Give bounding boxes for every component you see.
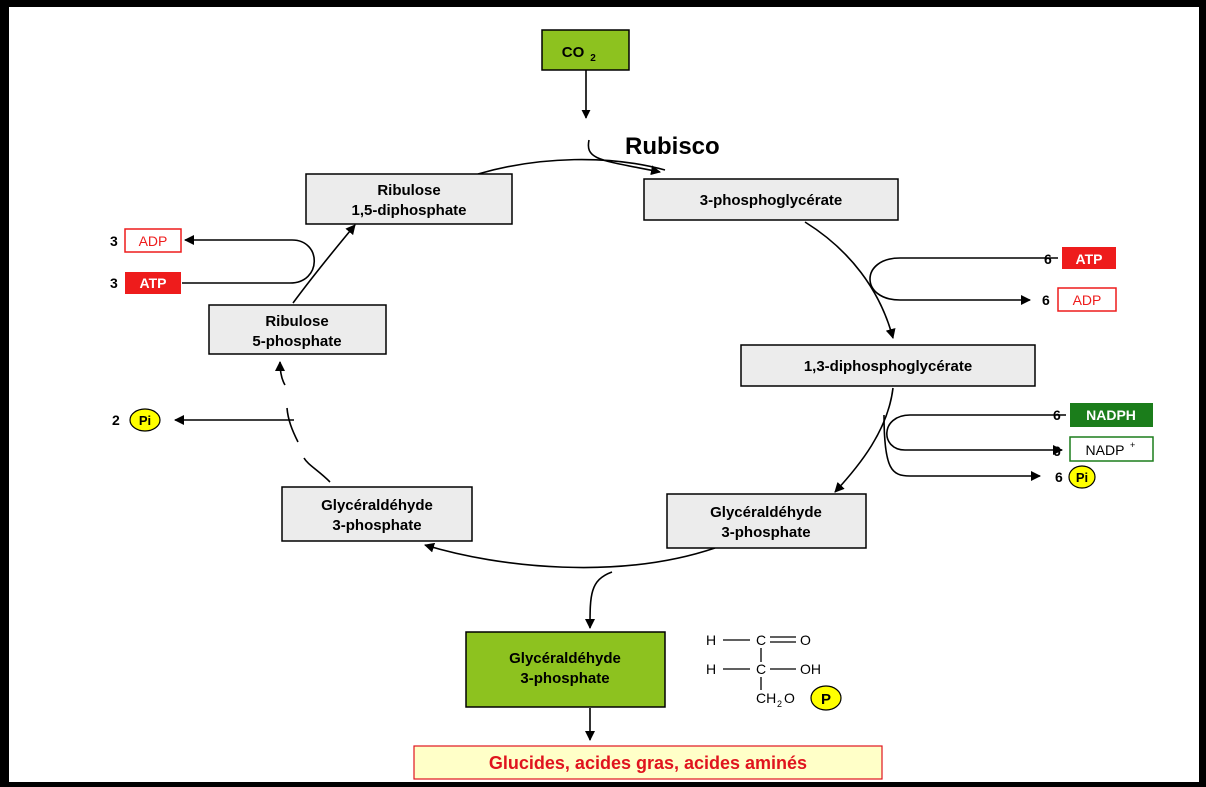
products-label: Glucides, acides gras, acides aminés: [489, 753, 807, 773]
rubisco-arc: [587, 139, 661, 176]
arc-g3p-to-ru5p-1: [303, 457, 331, 483]
g3p-left-line2: 3-phosphate: [332, 517, 421, 534]
formula-ch2o: CH: [756, 690, 776, 706]
formula-c1: C: [756, 632, 766, 648]
co2-box: CO 2: [541, 29, 630, 71]
g3p-out-line1: Glycéraldéhyde: [509, 650, 621, 667]
formula-c2: C: [756, 661, 766, 677]
nadph-coef: 6: [1053, 407, 1061, 423]
right-pi-coef: 6: [1055, 469, 1063, 485]
arc-ru5p-to-rubp: [292, 224, 356, 304]
node-1-3-diphosphoglycerate: 1,3-diphosphoglycérate: [740, 344, 1036, 387]
nadp-sup: +: [1130, 440, 1135, 450]
g3p-right-line2: 3-phosphate: [721, 524, 810, 541]
g3p-out-line2: 3-phosphate: [520, 670, 609, 687]
nadph-label: NADPH: [1086, 407, 1136, 423]
cofactor-nadp: 6 NADP +: [1053, 436, 1154, 462]
diagram-stage: CO 2 Rubisco 3-phosphoglycérate 1,3-diph…: [9, 7, 1199, 782]
right-pi-label: Pi: [1076, 470, 1088, 485]
left-pi-label: Pi: [139, 413, 151, 428]
co2-label: CO: [562, 44, 585, 61]
pi-out-right: [883, 414, 1041, 481]
nadp-label: NADP: [1086, 442, 1125, 458]
arc-bpg-to-g3p: [834, 387, 894, 493]
rubp-line1: Ribulose: [377, 182, 440, 199]
bpg-label: 1,3-diphosphoglycérate: [804, 358, 972, 375]
co2-subscript: 2: [590, 53, 596, 64]
cofactor-left-pi: 2 Pi: [112, 408, 161, 432]
node-ribulose-1-5-diphosphate: Ribulose 1,5-diphosphate: [305, 173, 513, 225]
cofactor-nadph: 6 NADPH: [1053, 403, 1153, 427]
right-atp-label: ATP: [1076, 251, 1103, 267]
g3p-left-line1: Glycéraldéhyde: [321, 497, 433, 514]
right-adp-coef: 6: [1042, 292, 1050, 308]
left-adp-label: ADP: [139, 233, 168, 249]
calvin-cycle-diagram: CO 2 Rubisco 3-phosphoglycérate 1,3-diph…: [110, 29, 1154, 780]
cofactor-left-adp: 3 ADP: [110, 228, 182, 253]
arc-g3p-to-ru5p-2: [286, 407, 299, 443]
arc-pga-to-bpg: [804, 221, 896, 339]
nadph-in: [886, 414, 1066, 455]
formula-h2: H: [706, 661, 716, 677]
arrows: [174, 70, 1066, 741]
arc-g3p-right-to-left: [424, 542, 716, 569]
formula-ch2o-o: O: [784, 690, 795, 706]
pga-label: 3-phosphoglycérate: [700, 192, 843, 209]
node-3-phosphoglycerate: 3-phosphoglycérate: [643, 178, 899, 221]
cofactor-right-pi: 6 Pi: [1055, 465, 1096, 489]
g3p-right-line1: Glycéraldéhyde: [710, 504, 822, 521]
formula-h1: H: [706, 632, 716, 648]
ru5p-line1: Ribulose: [265, 313, 328, 330]
arc-g3p-to-ru5p-3: [275, 361, 286, 386]
g3p-structural-formula: H C O H C OH CH 2 O P: [706, 632, 842, 711]
left-pi-coef: 2: [112, 412, 120, 428]
rubisco-label: Rubisco: [625, 133, 720, 160]
arc-g3p-down: [585, 571, 613, 629]
node-g3p-output: Glycéraldéhyde 3-phosphate: [465, 631, 666, 708]
formula-oh: OH: [800, 661, 821, 677]
cofactor-right-atp: 6 ATP: [1044, 247, 1116, 269]
right-atp-coef: 6: [1044, 251, 1052, 267]
cofactor-right-adp: 6 ADP: [1042, 287, 1117, 312]
formula-ch2o-sub: 2: [777, 699, 782, 709]
arc-rubp-to-pga: [477, 158, 666, 175]
formula-o1: O: [800, 632, 811, 648]
node-ribulose-5-phosphate: Ribulose 5-phosphate: [208, 304, 387, 355]
left-adp-coef: 3: [110, 233, 118, 249]
node-g3p-left: Glycéraldéhyde 3-phosphate: [281, 486, 473, 542]
cofactor-left-atp: 3 ATP: [110, 272, 181, 294]
products-box: Glucides, acides gras, acides aminés: [413, 745, 883, 780]
rubp-line2: 1,5-diphosphate: [351, 202, 466, 219]
node-g3p-right: Glycéraldéhyde 3-phosphate: [666, 493, 867, 549]
atp-in-right: [869, 257, 1058, 305]
nadp-coef: 6: [1053, 443, 1061, 459]
formula-phosphate: P: [821, 691, 831, 708]
left-atp-label: ATP: [140, 275, 167, 291]
right-adp-label: ADP: [1073, 292, 1102, 308]
left-atp-coef: 3: [110, 275, 118, 291]
atp-in-left: [182, 235, 315, 284]
ru5p-line2: 5-phosphate: [252, 333, 341, 350]
